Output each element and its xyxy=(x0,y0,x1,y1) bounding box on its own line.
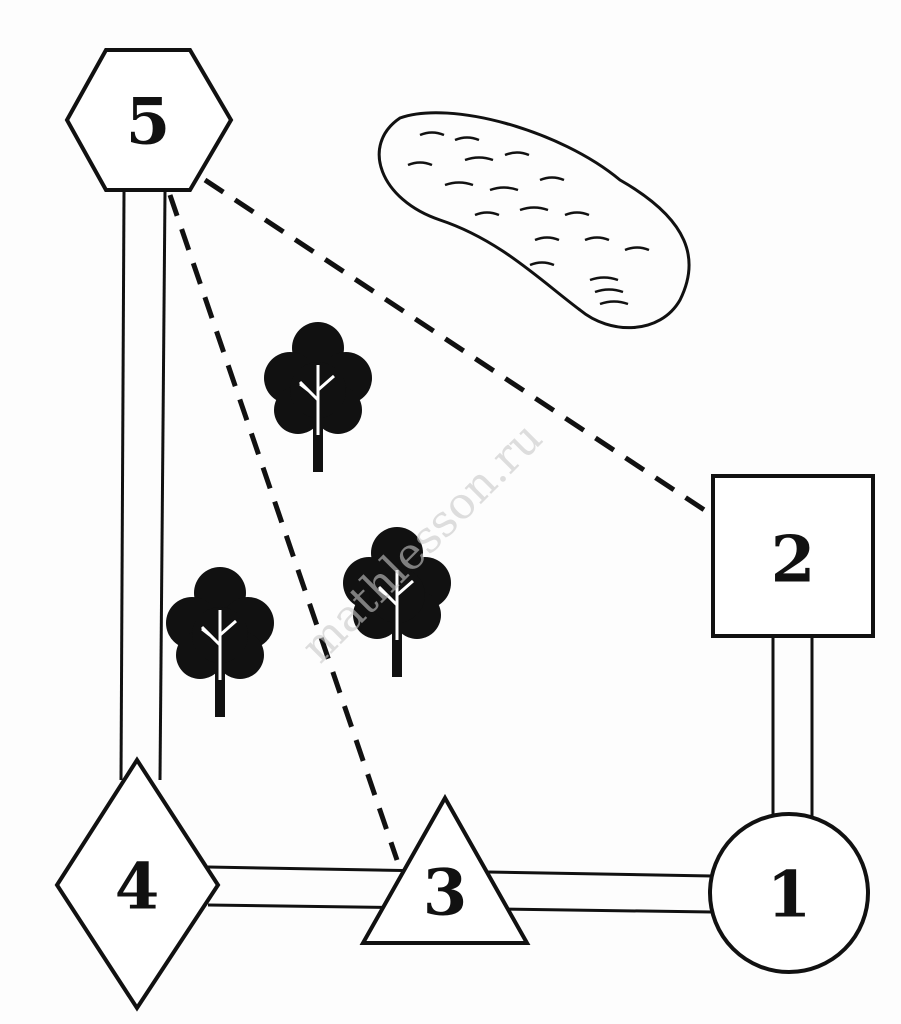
node-label: 4 xyxy=(115,850,160,925)
node-1: 1 xyxy=(708,812,870,974)
square-shape xyxy=(711,474,875,638)
node-label: 5 xyxy=(126,85,171,160)
hexagon-shape xyxy=(64,48,234,192)
node-label: 1 xyxy=(767,858,812,933)
node-2: 2 xyxy=(711,474,875,638)
lake-icon xyxy=(377,111,691,330)
road-5-4 xyxy=(119,191,167,781)
node-4: 4 xyxy=(54,756,221,1012)
node-label: 3 xyxy=(423,856,468,931)
road-2-1 xyxy=(771,637,814,818)
triangle-shape xyxy=(359,793,531,945)
circle-shape xyxy=(708,812,870,974)
node-5: 5 xyxy=(64,48,234,192)
node-3: 3 xyxy=(359,793,531,945)
node-label: 2 xyxy=(771,523,816,598)
dashed-path-5-2 xyxy=(203,177,714,518)
tree-icon xyxy=(343,527,451,677)
dashed-path-5-3 xyxy=(167,194,400,861)
tree-icon xyxy=(264,322,372,472)
diamond-shape xyxy=(54,756,221,1012)
tree-icon xyxy=(166,567,274,717)
